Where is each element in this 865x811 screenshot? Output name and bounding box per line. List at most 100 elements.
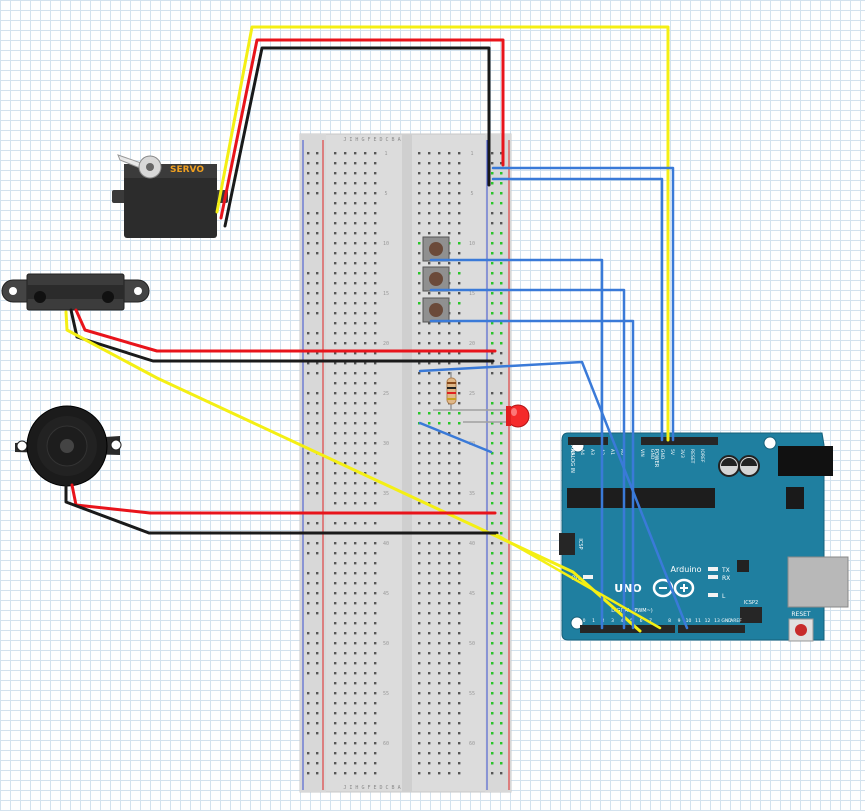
breadboard-row-number: 50	[383, 641, 389, 647]
breadboard-hole	[354, 622, 357, 625]
breadboard-hole	[364, 682, 367, 685]
breadboard-hole	[448, 502, 451, 505]
breadboard-hole	[418, 172, 421, 175]
breadboard-hole	[364, 442, 367, 445]
breadboard-hole	[428, 392, 431, 395]
breadboard-hole	[334, 752, 337, 755]
breadboard-hole	[418, 432, 421, 435]
breadboard-hole	[364, 402, 367, 405]
breadboard-hole	[354, 712, 357, 715]
breadboard-hole	[354, 452, 357, 455]
breadboard-hole	[307, 762, 310, 765]
breadboard-hole	[500, 302, 503, 305]
breadboard-hole	[491, 562, 494, 565]
breadboard-hole	[307, 602, 310, 605]
breadboard-hole	[364, 242, 367, 245]
breadboard-hole	[458, 262, 461, 265]
breadboard-hole	[428, 412, 431, 415]
breadboard-hole	[500, 342, 503, 345]
breadboard-hole	[428, 732, 431, 735]
breadboard-hole	[364, 582, 367, 585]
breadboard-hole	[316, 332, 319, 335]
breadboard-hole	[307, 212, 310, 215]
breadboard-hole	[428, 402, 431, 405]
breadboard-hole	[491, 472, 494, 475]
breadboard-hole	[438, 412, 441, 415]
breadboard-hole	[354, 182, 357, 185]
breadboard-hole	[428, 542, 431, 545]
breadboard-hole	[458, 632, 461, 635]
breadboard-hole	[500, 372, 503, 375]
breadboard-hole	[374, 742, 377, 745]
breadboard-hole	[316, 472, 319, 475]
breadboard-hole	[344, 342, 347, 345]
breadboard-hole	[448, 762, 451, 765]
breadboard-hole	[334, 282, 337, 285]
breadboard-hole	[364, 702, 367, 705]
breadboard-hole	[354, 482, 357, 485]
breadboard-hole	[500, 482, 503, 485]
breadboard-hole	[458, 602, 461, 605]
breadboard-hole	[418, 262, 421, 265]
breadboard-hole	[307, 312, 310, 315]
breadboard-hole	[334, 322, 337, 325]
breadboard-hole	[491, 182, 494, 185]
breadboard-hole	[438, 292, 441, 295]
breadboard-hole	[344, 312, 347, 315]
breadboard-hole	[354, 312, 357, 315]
breadboard-hole	[354, 752, 357, 755]
breadboard-hole	[364, 572, 367, 575]
breadboard-hole	[364, 712, 367, 715]
breadboard-hole	[428, 462, 431, 465]
breadboard-hole	[364, 602, 367, 605]
breadboard-hole	[316, 462, 319, 465]
breadboard-hole	[354, 522, 357, 525]
breadboard-row-number: 5	[384, 191, 387, 197]
tx-led	[708, 567, 718, 571]
breadboard-hole	[316, 172, 319, 175]
breadboard-hole	[344, 602, 347, 605]
breadboard-hole	[491, 752, 494, 755]
sensor-red-wire	[74, 308, 497, 353]
breadboard-hole	[448, 152, 451, 155]
breadboard-hole	[344, 502, 347, 505]
breadboard-hole	[344, 702, 347, 705]
buzzer-black-wire	[64, 484, 499, 535]
digital-header-high	[678, 625, 745, 633]
breadboard-hole	[344, 522, 347, 525]
breadboard-hole	[448, 362, 451, 365]
breadboard-hole	[307, 372, 310, 375]
breadboard-hole	[438, 202, 441, 205]
breadboard-hole	[374, 272, 377, 275]
breadboard-hole	[334, 732, 337, 735]
breadboard-hole	[316, 222, 319, 225]
breadboard-hole	[500, 362, 503, 365]
breadboard-hole	[307, 732, 310, 735]
breadboard-row-number: 20	[469, 341, 475, 347]
breadboard-hole	[344, 732, 347, 735]
breadboard-hole	[458, 212, 461, 215]
breadboard-hole	[438, 612, 441, 615]
breadboard-hole	[307, 422, 310, 425]
breadboard-hole	[418, 772, 421, 775]
breadboard-hole	[491, 172, 494, 175]
breadboard-hole	[491, 452, 494, 455]
breadboard-hole	[500, 642, 503, 645]
breadboard-hole	[500, 652, 503, 655]
breadboard-row-number: 55	[383, 691, 389, 697]
breadboard-hole	[491, 712, 494, 715]
breadboard-hole	[500, 542, 503, 545]
breadboard-hole	[344, 762, 347, 765]
bottom-pin-label: 7	[649, 618, 652, 624]
breadboard-hole	[344, 722, 347, 725]
breadboard-hole	[491, 202, 494, 205]
breadboard-hole	[374, 172, 377, 175]
breadboard-hole	[316, 182, 319, 185]
breadboard-hole	[374, 162, 377, 165]
power-header	[641, 437, 718, 445]
breadboard-row-number: 20	[383, 341, 389, 347]
breadboard-hole	[458, 282, 461, 285]
breadboard-hole	[500, 272, 503, 275]
breadboard-hole	[438, 472, 441, 475]
